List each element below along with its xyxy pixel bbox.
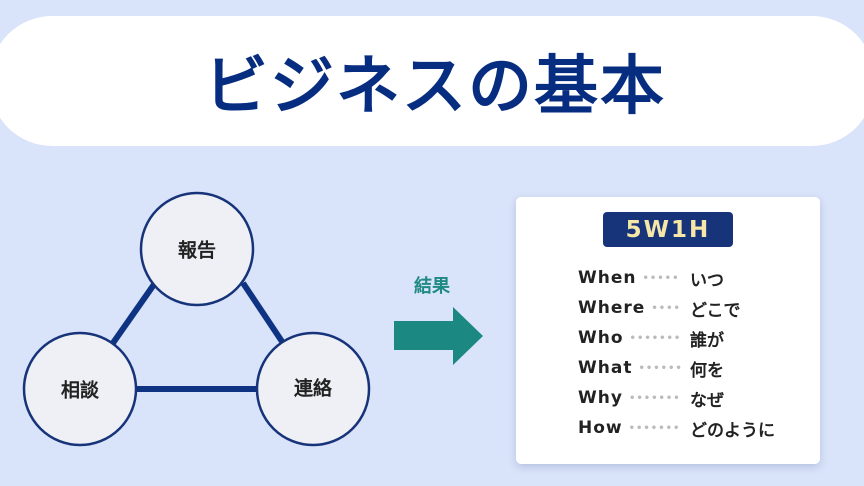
list-item: Where •••• どこで (578, 293, 818, 323)
node-contact: 連絡 (293, 377, 333, 400)
item-jp: 誰が (690, 330, 724, 351)
item-jp: どのように (690, 420, 775, 441)
item-jp: なぜ (690, 390, 724, 411)
dot-leader: •••• (651, 302, 681, 314)
dot-leader: ••••••• (628, 422, 681, 434)
list-item: What •••••• 何を (578, 353, 818, 383)
item-jp: どこで (690, 300, 741, 321)
item-en: How (578, 418, 623, 438)
list-item: Who ••••••• 誰が (578, 323, 818, 353)
item-en: Who (578, 328, 624, 348)
arrow-right-icon (394, 307, 483, 365)
node-circle (139, 191, 255, 307)
list-item: Why ••••••• なぜ (578, 383, 818, 413)
edge-line (240, 281, 286, 345)
arrow-label: 結果 (414, 276, 450, 297)
node-report: 報告 (177, 239, 217, 262)
title-banner: ビジネスの基本 (0, 16, 864, 146)
item-en: Where (578, 298, 646, 318)
node-consult: 相談 (60, 379, 100, 402)
item-en: What (578, 358, 633, 378)
node-circle (255, 331, 371, 447)
dot-leader: ••••••• (629, 332, 682, 344)
item-jp: 何を (690, 360, 724, 381)
item-jp: いつ (690, 270, 724, 291)
list-item: How ••••••• どのように (578, 413, 818, 443)
dot-leader: •••••• (638, 362, 683, 374)
card-badge: 5W1H (603, 212, 733, 247)
dot-leader: ••••••• (628, 392, 681, 404)
list-item: When ••••• いつ (578, 263, 818, 293)
page-title: ビジネスの基本 (204, 50, 666, 124)
edge-line (110, 281, 158, 345)
item-en: Why (578, 388, 623, 408)
item-en: When (578, 268, 637, 288)
node-circle (22, 331, 138, 447)
dot-leader: ••••• (642, 272, 680, 284)
5w1h-card: 5W1H When•••••いつ Where••••どこで Who•••••••… (516, 197, 820, 464)
